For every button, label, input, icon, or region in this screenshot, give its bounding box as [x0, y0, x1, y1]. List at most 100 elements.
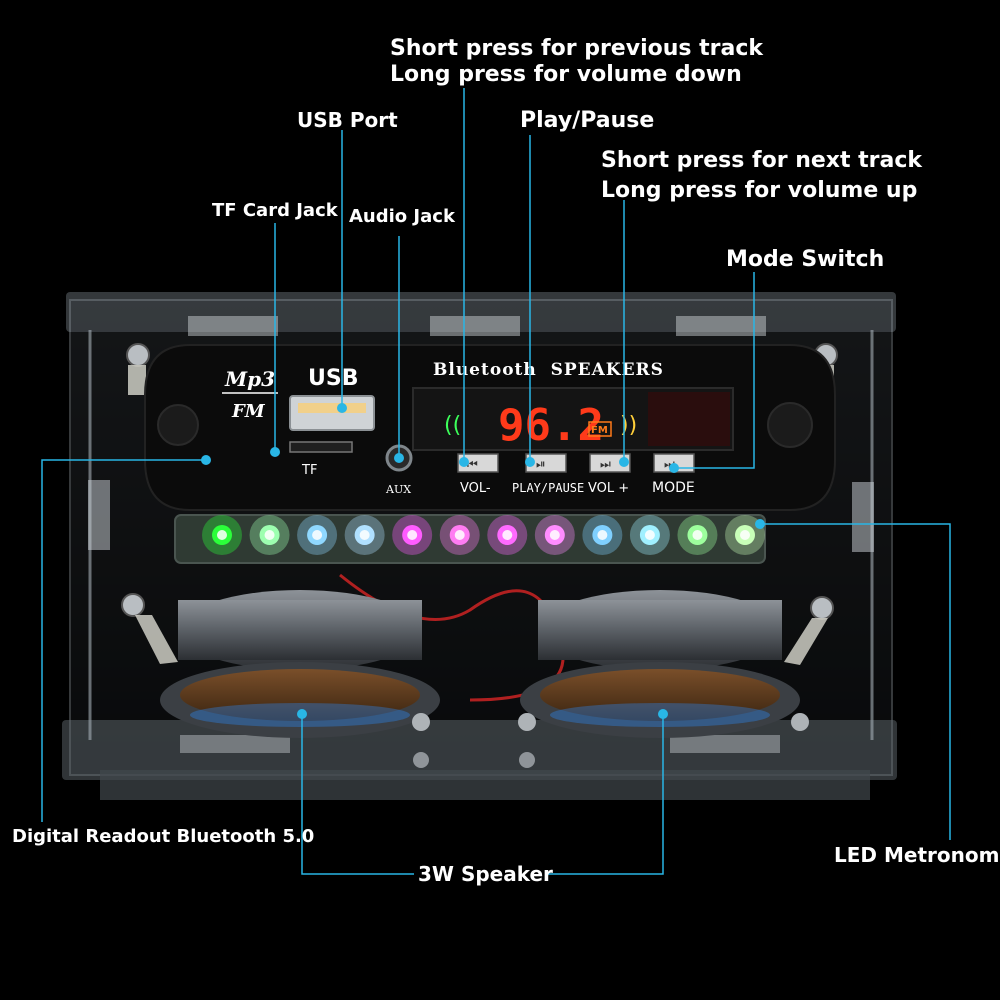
case-base [100, 770, 870, 800]
led-dots [202, 515, 765, 555]
callout-dot [337, 403, 347, 413]
leader-dots [201, 403, 765, 719]
signal-icon: )) [620, 413, 637, 438]
nut-icon [412, 713, 430, 731]
vol-plus-button[interactable]: ⏭ [589, 453, 631, 473]
led-core [217, 530, 227, 540]
led-core [264, 530, 275, 540]
speaker-left-cone [180, 669, 420, 721]
leader-mode-switch [674, 272, 755, 469]
aux-label: AUX [385, 483, 411, 496]
display-mode: FM [591, 425, 608, 436]
play-pause-icon: ⏯ [536, 457, 546, 471]
callout-dot [297, 709, 307, 719]
led-core [312, 530, 323, 540]
usb-label: USB [308, 366, 358, 391]
leader-speaker-right [545, 714, 664, 875]
nut-icon [413, 752, 429, 768]
led-core [359, 530, 370, 540]
standoff [135, 615, 178, 664]
callout-dot [658, 709, 668, 719]
nut-icon [519, 752, 535, 768]
callout-tf-card-jack: TF Card Jack [212, 200, 338, 221]
btn-label-vol-minus: VOL- [460, 481, 491, 496]
vol-minus-key[interactable] [457, 453, 499, 473]
display-mode-badge [588, 421, 612, 437]
leader-speaker [301, 714, 414, 875]
leader-led-metronome [760, 523, 951, 840]
side-slot-right [852, 482, 874, 552]
led-core [502, 530, 513, 540]
btn-label-play-pause: PLAY/PAUSE [512, 481, 584, 495]
callout-prev-track-line1: Short press for previous track [390, 36, 764, 61]
bottom-slot-1 [180, 735, 290, 753]
mp3-logo-top: Mp3 [224, 367, 275, 391]
nut-icon [518, 713, 536, 731]
control-panel: Mp3 FM USB TF AUX Bluetooth SPEAKERS (( … [144, 344, 836, 511]
tf-card-slot[interactable] [289, 441, 353, 453]
vol-plus-key[interactable] [589, 453, 631, 473]
panel-hole-right [767, 402, 813, 448]
top-slot-1 [188, 316, 278, 336]
screw-icon [810, 596, 834, 620]
callout-usb-port: USB Port [297, 108, 398, 132]
standoff [784, 618, 828, 665]
mp3-logo-bottom: FM [231, 401, 266, 422]
callout-dot [525, 457, 535, 467]
callout-digital-readout: Digital Readout Bluetooth 5.0 [12, 826, 315, 847]
tf-label: TF [301, 463, 317, 478]
speaker-left-magnet-body [178, 600, 422, 660]
callout-dot [394, 453, 404, 463]
vol-minus-button[interactable]: ⏮ [457, 453, 499, 473]
speaker-right-magnet-body [538, 600, 782, 660]
next-icon: ⏭ [600, 457, 611, 471]
callout-next-track-line1: Short press for next track [601, 148, 923, 173]
callout-dot [669, 463, 679, 473]
btn-label-vol-plus: VOL + [588, 481, 629, 496]
callout-3w-speaker: 3W Speaker [418, 862, 553, 886]
callout-mode-switch: Mode Switch [726, 247, 885, 272]
callout-dot [619, 457, 629, 467]
standoff [128, 365, 146, 395]
side-slot-left [88, 480, 110, 550]
led-core [454, 530, 465, 540]
usb-port-tongue [298, 403, 366, 413]
callout-dot [270, 447, 280, 457]
callout-audio-jack: Audio Jack [349, 206, 455, 227]
screw-icon [126, 343, 150, 367]
led-core [597, 530, 608, 540]
brand-title: Bluetooth SPEAKERS [433, 360, 664, 380]
callout-play-pause: Play/Pause [520, 108, 655, 133]
led-core [407, 530, 418, 540]
speaker-right-cone [540, 669, 780, 721]
display-right-window [648, 392, 730, 446]
top-slot-3 [676, 316, 766, 336]
bottom-slot-2 [670, 735, 780, 753]
speaker-left [160, 590, 440, 738]
screw-icon [121, 593, 145, 617]
callout-dot [201, 455, 211, 465]
callout-dot [459, 457, 469, 467]
led-core [692, 530, 703, 540]
speaker-bolts [412, 713, 809, 768]
nut-icon [791, 713, 809, 731]
signal-icon: (( [444, 413, 461, 438]
mode-icon: ⏭ [664, 457, 675, 471]
play-pause-button[interactable]: ⏯ [525, 453, 567, 473]
btn-label-mode: MODE [652, 480, 695, 496]
callout-led-metronome: LED Metronome [834, 843, 1000, 867]
callout-dot [755, 519, 765, 529]
led-core [740, 530, 750, 540]
callout-next-track-line2: Long press for volume up [601, 178, 918, 203]
display-value: 96.2 [498, 400, 604, 451]
led-strip [174, 514, 766, 564]
led-core [549, 530, 560, 540]
leader-digital-readout [41, 459, 206, 822]
prev-icon: ⏮ [467, 457, 478, 471]
top-slot-2 [430, 316, 520, 336]
leader-lines [41, 88, 951, 875]
speaker-right [520, 590, 800, 738]
panel-hole-left [157, 404, 199, 446]
callout-prev-track-line2: Long press for volume down [390, 62, 742, 87]
